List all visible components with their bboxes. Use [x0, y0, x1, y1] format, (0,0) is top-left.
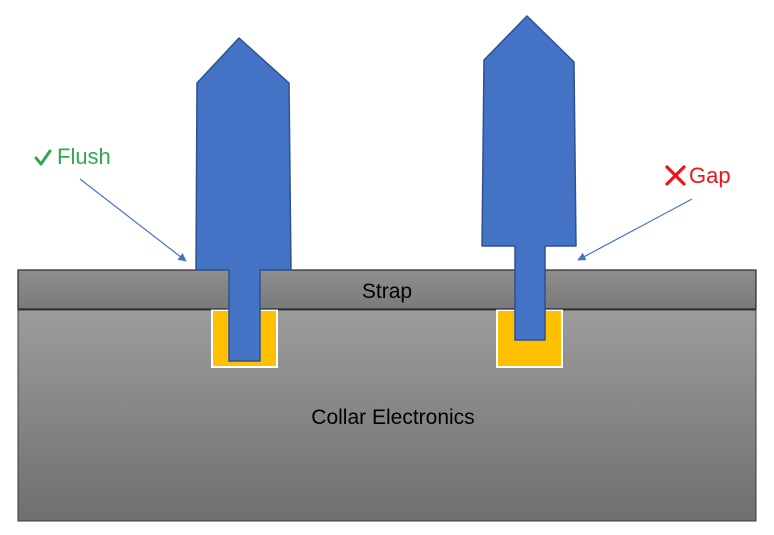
flush-callout-arrow — [79, 178, 187, 262]
collar-electronics-body — [17, 309, 757, 522]
pin-right-gap — [481, 15, 577, 341]
flush-label: Flush — [57, 144, 111, 169]
collar-electronics-label: Collar Electronics — [311, 406, 474, 429]
strap-label: Strap — [362, 280, 412, 303]
check-icon — [34, 149, 52, 166]
gap-label: Gap — [689, 163, 731, 188]
cross-icon — [665, 165, 686, 186]
pin-left-flush — [195, 37, 292, 362]
strap — [17, 269, 757, 310]
gap-callout-arrow — [577, 198, 693, 261]
